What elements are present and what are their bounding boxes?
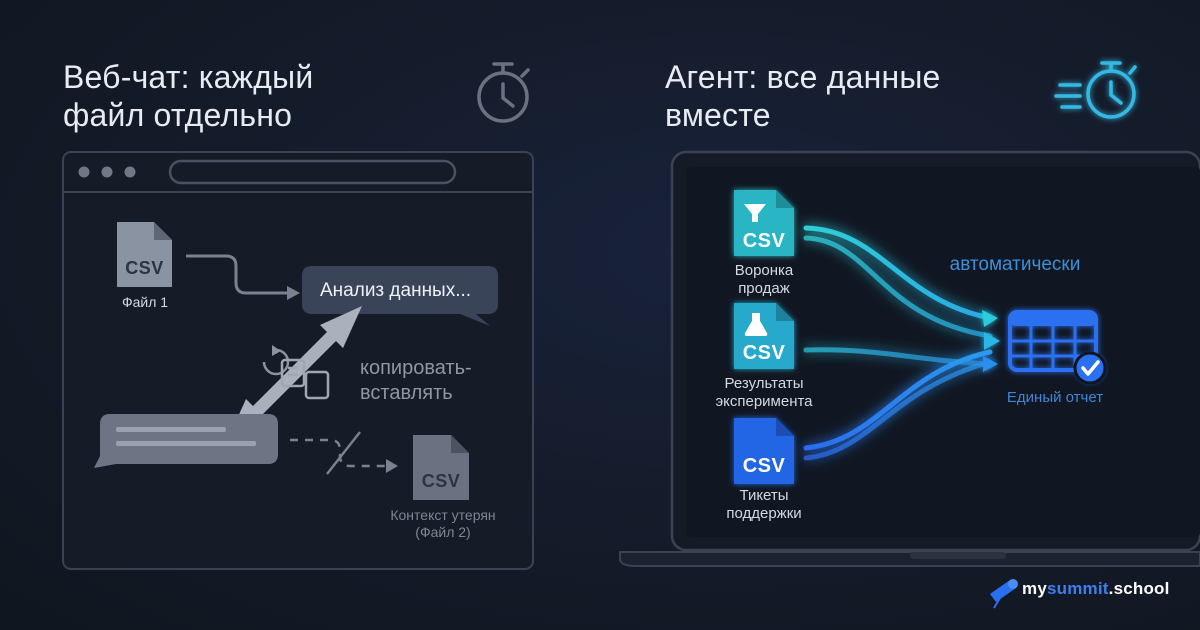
analysis-bubble-text: Анализ данных...	[320, 280, 472, 301]
left-title-line2: файл отдельно	[63, 97, 293, 133]
table-check-icon	[1008, 310, 1107, 385]
brand-part2: summit	[1046, 579, 1109, 598]
copy-paste-label: копировать- вставлять	[360, 356, 472, 406]
address-bar	[168, 159, 457, 185]
file2-csv-badge: CSV	[421, 471, 461, 491]
csv-file-support-tickets	[734, 418, 794, 484]
chat-bubble	[94, 414, 278, 468]
telescope-icon	[990, 579, 1018, 609]
source2-label-line2: эксперимента	[715, 393, 813, 410]
copy-icon	[280, 358, 330, 400]
arrow-file-to-analysis	[186, 254, 290, 295]
file2-label-line2: (Файл 2)	[415, 524, 471, 540]
source2-label: Результаты эксперимента	[694, 375, 834, 411]
double-arrow-icon	[227, 306, 362, 441]
left-title-line1: Веб-чат: каждый	[63, 59, 314, 95]
source3-label-line1: Тикеты	[739, 487, 789, 504]
source3-csv-badge: CSV	[742, 455, 786, 477]
file1-label: Файл 1	[121, 294, 169, 310]
source3-label-line2: поддержки	[726, 505, 802, 522]
copy-paste-line2: вставлять	[360, 382, 453, 404]
window-dot-3	[124, 166, 136, 178]
file1-csv-badge: CSV	[125, 258, 164, 278]
copy-paste-line1: копировать-	[360, 357, 472, 379]
flow-arrowhead	[984, 332, 1000, 350]
lost-context-arrow	[290, 431, 398, 475]
unified-report-label: Единый отчет	[1006, 389, 1104, 406]
right-title-line2: вместе	[665, 97, 771, 133]
fast-stopwatch-icon	[1054, 61, 1137, 119]
right-title: Агент: все данные вместе	[665, 58, 1085, 134]
brand-part1: my	[1022, 579, 1047, 598]
window-dot-1	[78, 166, 90, 178]
brand-part3: .school	[1108, 579, 1170, 598]
source1-label: Воронка продаж	[704, 262, 824, 298]
source2-csv-badge: CSV	[742, 342, 786, 364]
flask-icon	[744, 313, 768, 336]
file2-label-line1: Контекст утерян	[390, 507, 496, 523]
source1-csv-badge: CSV	[742, 230, 786, 252]
right-title-line1: Агент: все данные	[665, 59, 941, 95]
csv-file-icon-2	[413, 435, 469, 500]
window-dot-2	[101, 166, 113, 178]
automatic-label: автоматически	[949, 254, 1081, 275]
csv-file-icon-1	[117, 222, 172, 287]
flow-curves	[803, 225, 993, 461]
file2-label: Контекст утерян (Файл 2)	[368, 507, 518, 541]
source3-label: Тикеты поддержки	[704, 487, 824, 523]
left-title: Веб-чат: каждый файл отдельно	[63, 58, 483, 134]
source1-label-line2: продаж	[738, 280, 790, 297]
source2-label-line1: Результаты	[724, 375, 804, 392]
brand-logo: mysummit.school	[1022, 579, 1170, 599]
flow-line-funnel	[803, 225, 993, 321]
funnel-icon	[744, 204, 766, 222]
refresh-icon	[262, 345, 290, 376]
source1-label-line1: Воронка	[734, 262, 794, 279]
stopwatch-icon	[477, 62, 530, 123]
